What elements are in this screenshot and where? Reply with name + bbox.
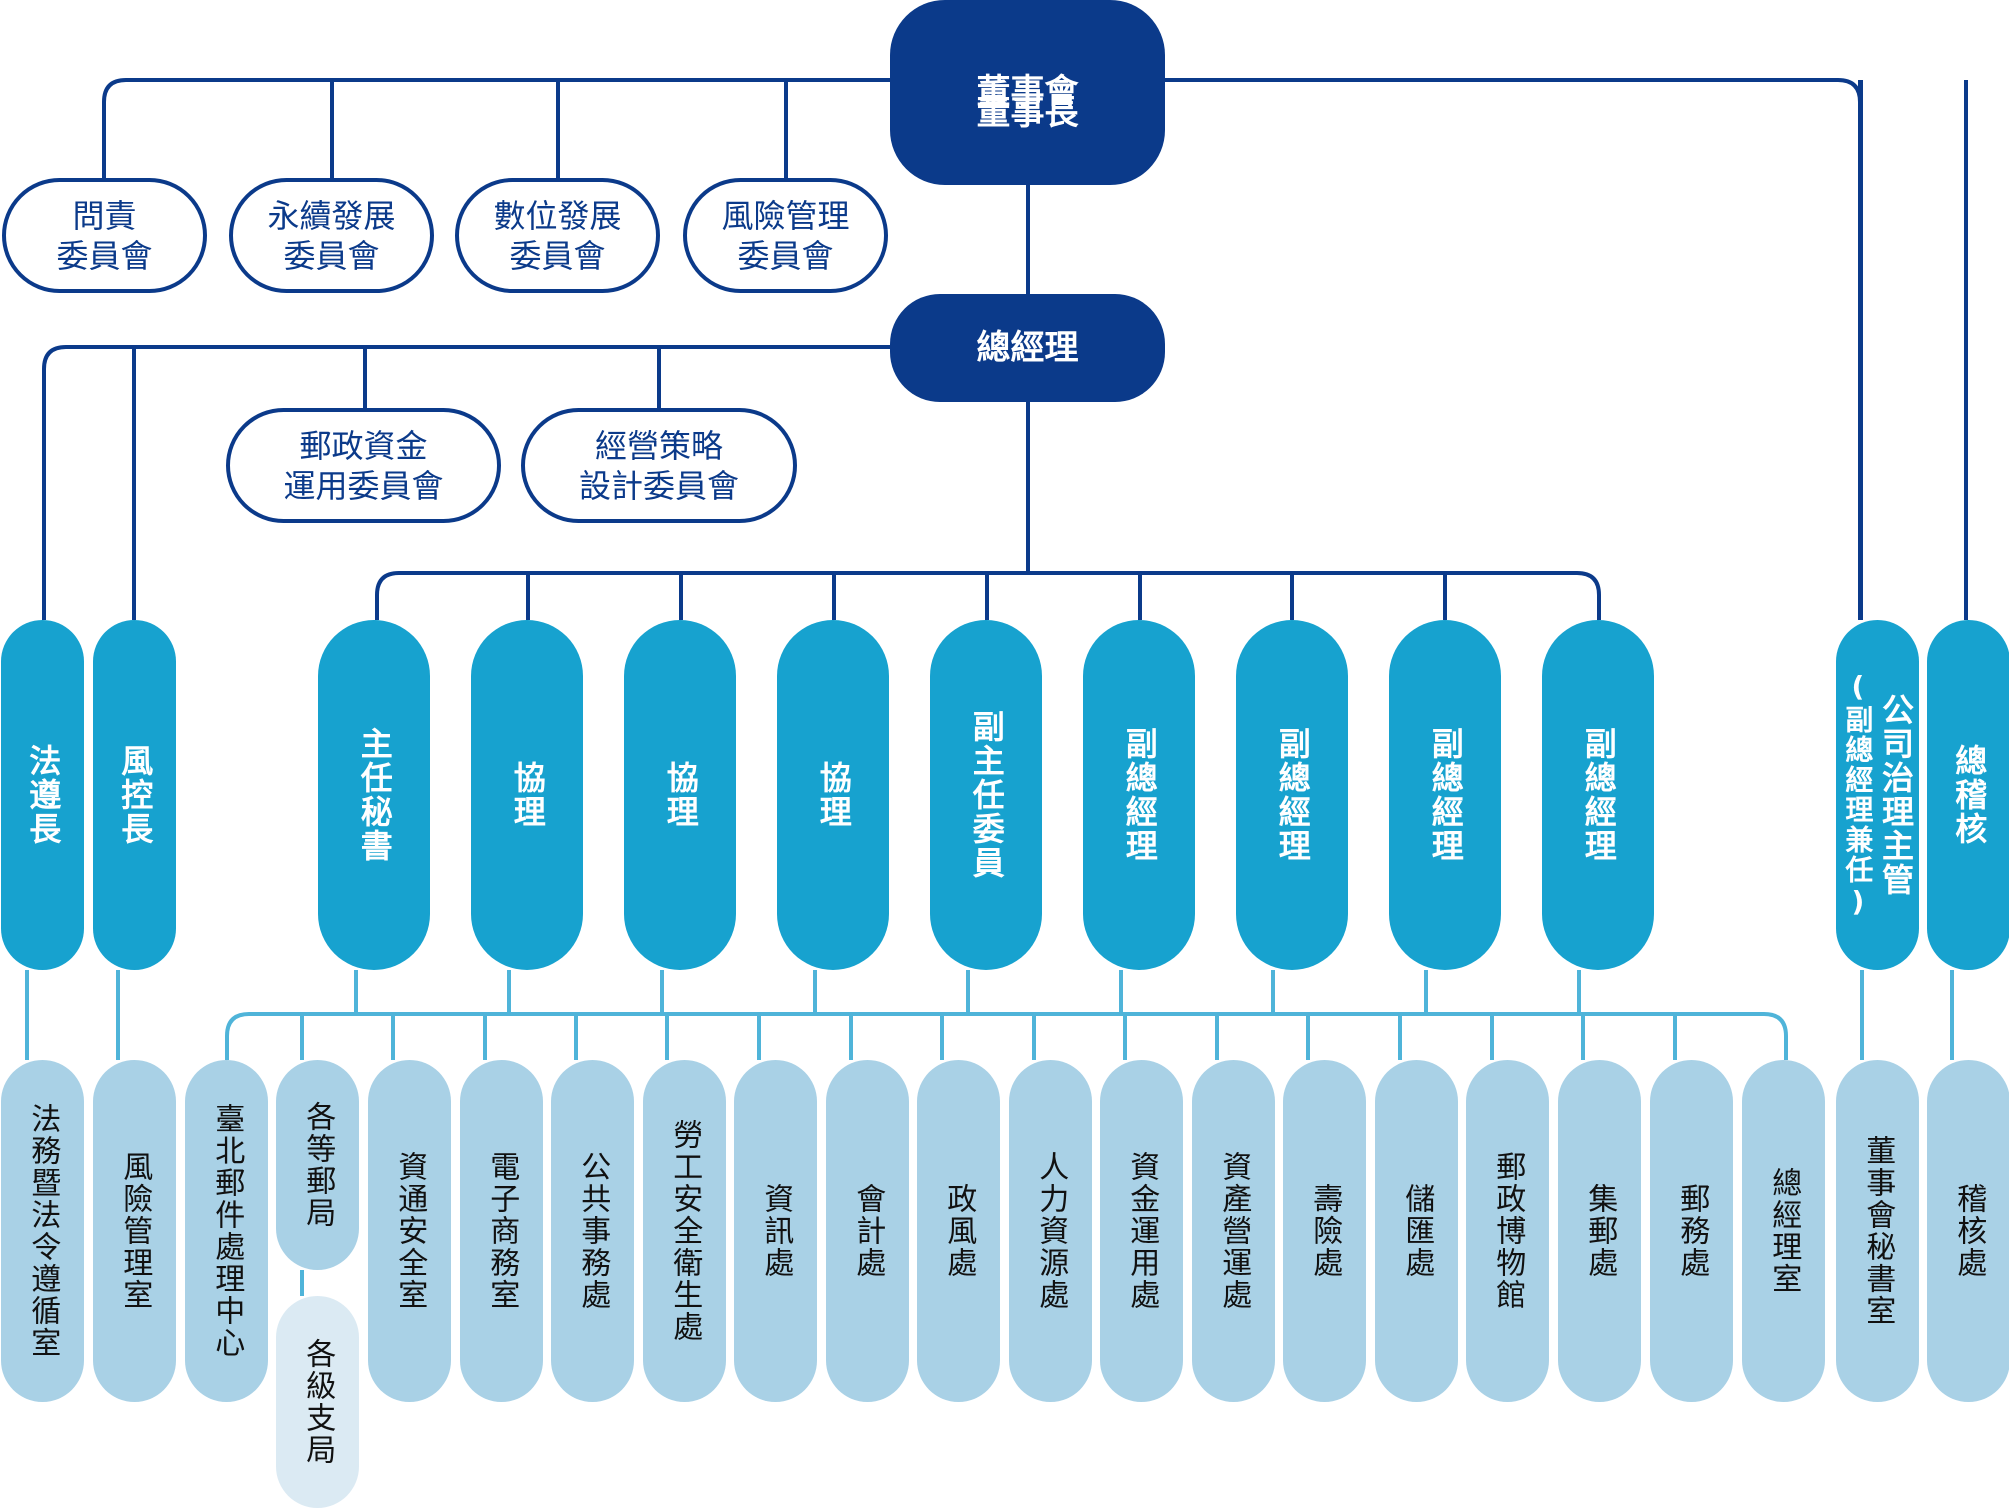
executive-deputy-gm-3: 副總經理 [1389,620,1501,970]
unit-legal-compliance-office: 法務暨法令遵循室 [1,1060,84,1402]
accountability-committee: 問責 委員會 [2,178,207,293]
board-label: 董事會 [976,72,1079,113]
unit-dept: 郵務處 [1650,1060,1733,1402]
unit-dept: 人力資源處 [1009,1060,1092,1402]
executive-deputy-gm-1: 副總經理 [1083,620,1195,970]
general-manager-node: 總經理 [890,294,1165,402]
chief-compliance-officer: 法遵長 [1,620,84,970]
unit-board-secretariat: 董事會秘書室 [1836,1060,1919,1402]
sustainability-committee: 永續發展 委員會 [229,178,434,293]
unit-dept: 資產營運處 [1192,1060,1275,1402]
executive-deputy-chair: 副主任委員 [930,620,1042,970]
unit-dept: 會計處 [826,1060,909,1402]
unit-risk-management-office: 風險管理室 [93,1060,176,1402]
unit-dept: 勞工安全衛生處 [643,1060,726,1402]
governance-title: 公司治理主管 [1876,693,1915,897]
unit-dept: 政風處 [917,1060,1000,1402]
unit-dept: 公共事務處 [551,1060,634,1402]
risk-management-committee: 風險管理 委員會 [683,178,888,293]
executive-assistant-gm-2: 協理 [624,620,736,970]
corporate-governance-officer: 公司治理主管 (副總經理兼任) [1836,620,1919,970]
unit-dept: 壽險處 [1283,1060,1366,1402]
unit-branch-offices: 各級支局 [276,1296,359,1508]
unit-dept: 總經理室 [1742,1060,1825,1402]
unit-dept: 郵政博物館 [1466,1060,1549,1402]
strategy-design-committee: 經營策略 設計委員會 [521,408,797,523]
executive-assistant-gm-3: 協理 [777,620,889,970]
unit-dept: 電子商務室 [460,1060,543,1402]
executive-deputy-gm-4: 副總經理 [1542,620,1654,970]
governance-note: (副總經理兼任) [1841,670,1875,920]
board-chairman-node: 董事會 董事長 [890,0,1165,185]
unit-dept: 儲匯處 [1375,1060,1458,1402]
unit-taipei-mail-center: 臺北郵件處理中心 [185,1060,268,1402]
chairman-label: 董事長 [976,93,1079,133]
unit-dept: 資通安全室 [368,1060,451,1402]
chief-auditor: 總稽核 [1927,620,2009,970]
unit-dept: 集郵處 [1558,1060,1641,1402]
unit-audit-department: 稽核處 [1927,1060,2009,1402]
chief-risk-officer: 風控長 [93,620,176,970]
executive-secretary-general: 主任秘書 [318,620,430,970]
postal-fund-committee: 郵政資金 運用委員會 [226,408,501,523]
unit-dept: 資金運用處 [1100,1060,1183,1402]
unit-dept: 資訊處 [734,1060,817,1402]
digital-development-committee: 數位發展 委員會 [455,178,660,293]
executive-deputy-gm-2: 副總經理 [1236,620,1348,970]
unit-post-offices: 各等郵局 [276,1060,359,1270]
executive-assistant-gm-1: 協理 [471,620,583,970]
